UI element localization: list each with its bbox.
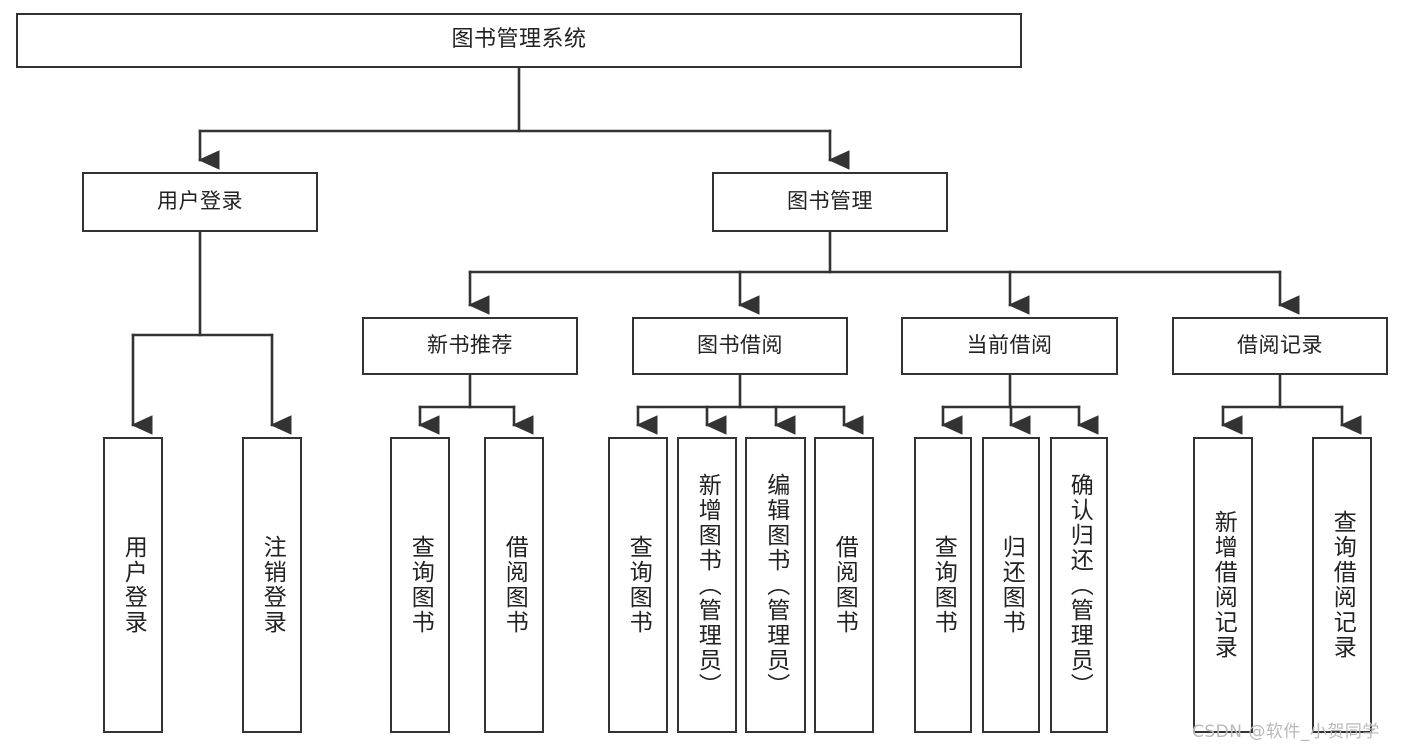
leaf-query-book-recommend[interactable]: 查询图书 [390,437,450,733]
leaf-user-login[interactable]: 用户登录 [103,437,163,733]
leaf-borrow-book-label: 借阅图书 [831,535,858,635]
node-book-borrow-label: 图书借阅 [697,333,783,358]
node-new-book-recommend-label: 新书推荐 [427,333,513,358]
node-book-management[interactable]: 图书管理 [712,172,948,232]
leaf-return-book-label: 归还图书 [998,535,1025,635]
leaf-query-book-borrow-label: 查询图书 [625,535,652,635]
leaf-query-book-current-label: 查询图书 [930,535,957,635]
node-book-management-label: 图书管理 [787,189,873,214]
leaf-query-book-recommend-label: 查询图书 [407,535,434,635]
leaf-user-login-label: 用户登录 [120,535,147,635]
node-user-login-label: 用户登录 [157,189,243,214]
node-new-book-recommend[interactable]: 新书推荐 [362,317,578,375]
leaf-logout[interactable]: 注销登录 [242,437,302,733]
leaf-add-borrow-record-label: 新增借阅记录 [1210,510,1237,660]
leaf-confirm-return-admin-label: 确认归还（管理员） [1066,472,1093,698]
node-root-label: 图书管理系统 [451,27,587,53]
node-borrow-record-label: 借阅记录 [1237,333,1323,358]
leaf-confirm-return-admin[interactable]: 确认归还（管理员） [1050,437,1108,733]
watermark: CSDN @软件_小贺同学 [1192,722,1380,742]
leaf-query-book-borrow[interactable]: 查询图书 [608,437,668,733]
node-current-borrow-label: 当前借阅 [966,333,1053,358]
node-book-borrow[interactable]: 图书借阅 [632,317,848,375]
leaf-add-borrow-record[interactable]: 新增借阅记录 [1193,437,1253,733]
leaf-borrow-book-recommend-label: 借阅图书 [501,535,528,635]
leaf-add-book-admin-label: 新增图书（管理员） [694,472,721,698]
leaf-return-book[interactable]: 归还图书 [982,437,1040,733]
leaf-edit-book-admin[interactable]: 编辑图书（管理员） [745,437,806,733]
leaf-borrow-book-recommend[interactable]: 借阅图书 [484,437,544,733]
leaf-borrow-book[interactable]: 借阅图书 [814,437,874,733]
leaf-query-borrow-record[interactable]: 查询借阅记录 [1312,437,1372,733]
leaf-query-book-current[interactable]: 查询图书 [914,437,972,733]
node-current-borrow[interactable]: 当前借阅 [901,317,1118,375]
node-user-login[interactable]: 用户登录 [82,172,318,232]
node-root[interactable]: 图书管理系统 [16,13,1022,68]
leaf-edit-book-admin-label: 编辑图书（管理员） [762,472,789,698]
node-borrow-record[interactable]: 借阅记录 [1172,317,1388,375]
leaf-query-borrow-record-label: 查询借阅记录 [1329,510,1356,660]
leaf-add-book-admin[interactable]: 新增图书（管理员） [677,437,737,733]
leaf-logout-label: 注销登录 [259,535,286,635]
